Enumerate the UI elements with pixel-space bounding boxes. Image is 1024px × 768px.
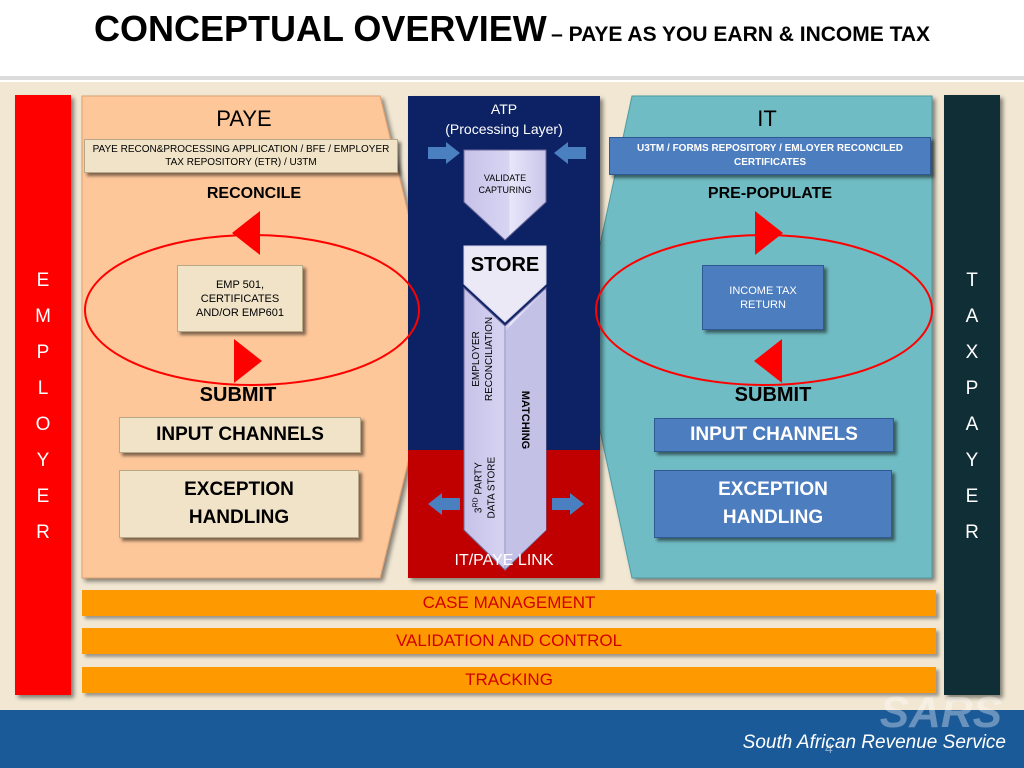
- employer-letter: P: [36, 342, 50, 363]
- it-cycle-arrow-icon: [755, 211, 783, 255]
- taxpayer-label: T A X P A Y E R: [944, 263, 1000, 551]
- tracking-band: TRACKING: [82, 667, 936, 693]
- title-main: CONCEPTUAL OVERVIEW: [93, 8, 547, 49]
- arrow-left-icon: [428, 493, 460, 515]
- paye-reconcile-label: RECONCILE: [206, 185, 302, 202]
- store-chevron: [463, 245, 547, 323]
- employer-label: E M P L O Y E R: [15, 263, 71, 551]
- atp-subtitle: (Processing Layer): [445, 121, 563, 137]
- employer-letter: E: [36, 486, 50, 507]
- paye-heading: PAYE: [216, 106, 272, 131]
- third-party-word: PARTY: [473, 462, 485, 498]
- it-prepopulate-label: PRE-POPULATE: [707, 185, 833, 202]
- taxpayer-bar: T A X P A Y E R: [944, 95, 1000, 695]
- paye-input-channels-box: INPUT CHANNELS: [119, 417, 361, 453]
- employer-letter: L: [37, 378, 49, 399]
- page-number: 4: [825, 740, 833, 756]
- it-paye-link-label: IT/PAYE LINK: [454, 552, 554, 569]
- validate-capturing-label: VALIDATE CAPTURING: [478, 173, 532, 195]
- it-input-channels-box: INPUT CHANNELS: [654, 418, 894, 452]
- organisation-name: South African Revenue Service: [742, 732, 1006, 753]
- matching-shadow: [506, 290, 546, 568]
- third-party-data-store-label: 3RD PARTY DATA STORE: [469, 436, 498, 540]
- it-submit-label: SUBMIT: [734, 384, 812, 406]
- paye-cycle-arrow-icon: [232, 211, 260, 255]
- taxpayer-letter: E: [965, 486, 979, 507]
- it-cycle-arrow-icon: [754, 339, 782, 383]
- arrow-right-icon: [428, 142, 460, 164]
- paye-exception-handling-box: EXCEPTION HANDLING: [119, 470, 359, 538]
- it-heading: IT: [757, 106, 777, 131]
- employer-letter: M: [35, 306, 51, 327]
- paye-cycle-arrow-icon: [234, 339, 262, 383]
- taxpayer-letter: T: [966, 270, 978, 291]
- employer-bar: E M P L O Y E R: [15, 95, 71, 695]
- third-party-number: 3: [473, 507, 485, 514]
- it-repository-box: U3TM / FORMS REPOSITORY / EMLOYER RECONC…: [609, 137, 931, 175]
- taxpayer-letter: A: [965, 414, 979, 435]
- footer-bar: SARS 4 South African Revenue Service: [0, 688, 1024, 768]
- title-divider: [0, 76, 1024, 80]
- employer-reconciliation-label: EMPLOYER RECONCILIATION: [471, 316, 495, 402]
- sars-logo: SARS: [879, 688, 1002, 737]
- arrow-left-icon: [554, 142, 586, 164]
- it-document-box: INCOME TAX RETURN: [702, 265, 824, 330]
- paye-submit-label: SUBMIT: [199, 384, 277, 406]
- data-store-text: DATA STORE: [486, 456, 498, 519]
- store-label: STORE: [470, 254, 540, 276]
- title-sub: – PAYE AS YOU EARN & INCOME TAX: [551, 23, 931, 46]
- page-title: CONCEPTUAL OVERVIEW – PAYE AS YOU EARN &…: [0, 8, 1024, 50]
- validation-control-band: VALIDATION AND CONTROL: [82, 628, 936, 654]
- taxpayer-letter: P: [965, 378, 979, 399]
- taxpayer-letter: Y: [965, 450, 979, 471]
- matching-label: MATCHING: [519, 390, 531, 450]
- employer-letter: Y: [36, 450, 50, 471]
- paye-document-box: EMP 501, CERTIFICATES AND/OR EMP601: [177, 265, 303, 332]
- taxpayer-letter: A: [965, 306, 979, 327]
- arrow-right-icon: [552, 493, 584, 515]
- it-exception-handling-box: EXCEPTION HANDLING: [654, 470, 892, 538]
- employer-letter: E: [36, 270, 50, 291]
- taxpayer-letter: X: [965, 342, 979, 363]
- paye-repository-box: PAYE RECON&PROCESSING APPLICATION / BFE …: [84, 139, 398, 173]
- employer-letter: R: [36, 522, 50, 543]
- third-party-suffix: RD: [472, 497, 480, 508]
- validate-chevron: [463, 149, 547, 241]
- atp-title: ATP: [490, 101, 518, 117]
- taxpayer-letter: R: [965, 522, 979, 543]
- employer-letter: O: [35, 414, 51, 435]
- case-management-band: CASE MANAGEMENT: [82, 590, 936, 616]
